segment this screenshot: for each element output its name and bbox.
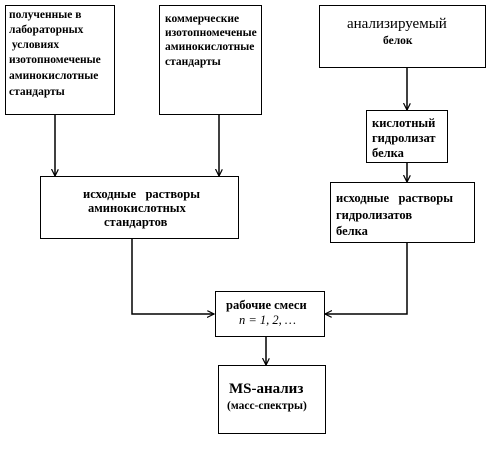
lab-standards-line-4: изотопномеченые — [9, 54, 101, 66]
lab-standards-line-3: условиях — [9, 39, 60, 51]
hydrolysate-line-2: гидролизат — [372, 131, 436, 145]
box-ms-analysis: MS-анализ (масс-спектры) — [218, 365, 326, 434]
working-mixtures-line-1: рабочие смеси — [226, 298, 307, 312]
commercial-line-1: коммерческие — [165, 13, 240, 25]
lab-standards-line-2: лабораторных — [9, 24, 84, 36]
box-stock-standards: исходные растворы аминокислотных стандар… — [40, 176, 239, 239]
commercial-line-4: стандарты — [165, 56, 221, 68]
stock-hydrolysates-line-2: гидролизатов — [336, 208, 413, 222]
analyzed-protein-line-1: анализируемый — [347, 16, 447, 32]
commercial-line-2: изотопномеченые — [165, 27, 257, 39]
stock-hydrolysates-line-3: белка — [336, 224, 368, 238]
lab-standards-line-5: аминокислотные — [9, 70, 99, 82]
box-analyzed-protein: анализируемый белок — [319, 5, 486, 68]
stock-standards-line-2: аминокислотных — [88, 201, 186, 215]
lab-standards-line-6: стандарты — [9, 86, 65, 98]
analyzed-protein-line-2: белок — [383, 35, 413, 47]
hydrolysate-line-3: белка — [372, 146, 404, 160]
stock-standards-line-3: стандартов — [104, 215, 168, 229]
stock-standards-line-1: исходные растворы — [83, 187, 200, 201]
ms-analysis-line-2: (масс-спектры) — [227, 400, 307, 412]
hydrolysate-line-1: кислотный — [372, 116, 436, 130]
box-commercial-standards: коммерческие изотопномеченые аминокислот… — [159, 5, 262, 115]
arrow-stock-standards-to-mixtures — [131, 238, 214, 314]
commercial-line-3: аминокислотные — [165, 41, 255, 53]
stock-hydrolysates-line-1: исходные растворы — [336, 191, 453, 205]
box-acid-hydrolysate: кислотный гидролизат белка — [366, 110, 448, 163]
box-working-mixtures: рабочие смеси n = 1, 2, … — [215, 291, 325, 337]
working-mixtures-line-2: n = 1, 2, … — [239, 313, 297, 327]
box-lab-standards: полученные в лабораторных условиях изото… — [5, 5, 115, 115]
ms-analysis-line-1: MS-анализ — [229, 381, 304, 397]
box-stock-hydrolysates: исходные растворы гидролизатов белка — [330, 182, 475, 243]
lab-standards-line-1: полученные в — [9, 9, 82, 21]
arrow-stock-hydrolysates-to-mixtures — [325, 243, 408, 314]
